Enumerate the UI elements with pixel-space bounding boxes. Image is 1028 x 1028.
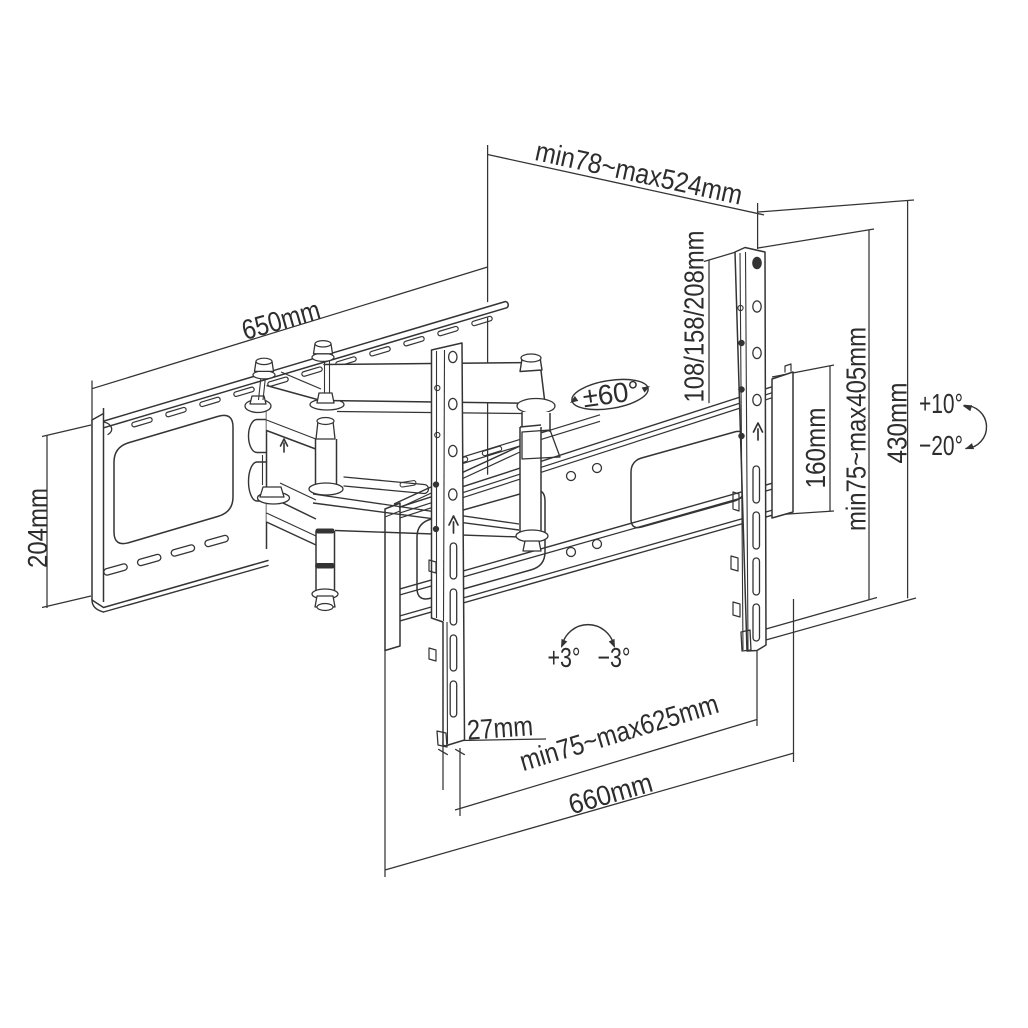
- svg-text:−3°: −3°: [598, 642, 631, 673]
- svg-text:660mm: 660mm: [565, 767, 656, 821]
- svg-text:min75~max625mm: min75~max625mm: [516, 688, 722, 777]
- svg-text:204mm: 204mm: [22, 488, 53, 568]
- svg-text:min75~max405mm: min75~max405mm: [841, 327, 872, 531]
- svg-text:650mm: 650mm: [238, 294, 323, 346]
- svg-text:−20°: −20°: [919, 430, 963, 461]
- svg-text:160mm: 160mm: [800, 408, 831, 489]
- svg-text:+3°: +3°: [548, 642, 581, 673]
- svg-text:min78~max524mm: min78~max524mm: [533, 135, 746, 210]
- svg-text:108/158/208mm: 108/158/208mm: [679, 231, 710, 403]
- svg-text:430mm: 430mm: [882, 383, 913, 464]
- svg-text:+10°: +10°: [919, 388, 963, 419]
- svg-text:27mm: 27mm: [466, 710, 534, 746]
